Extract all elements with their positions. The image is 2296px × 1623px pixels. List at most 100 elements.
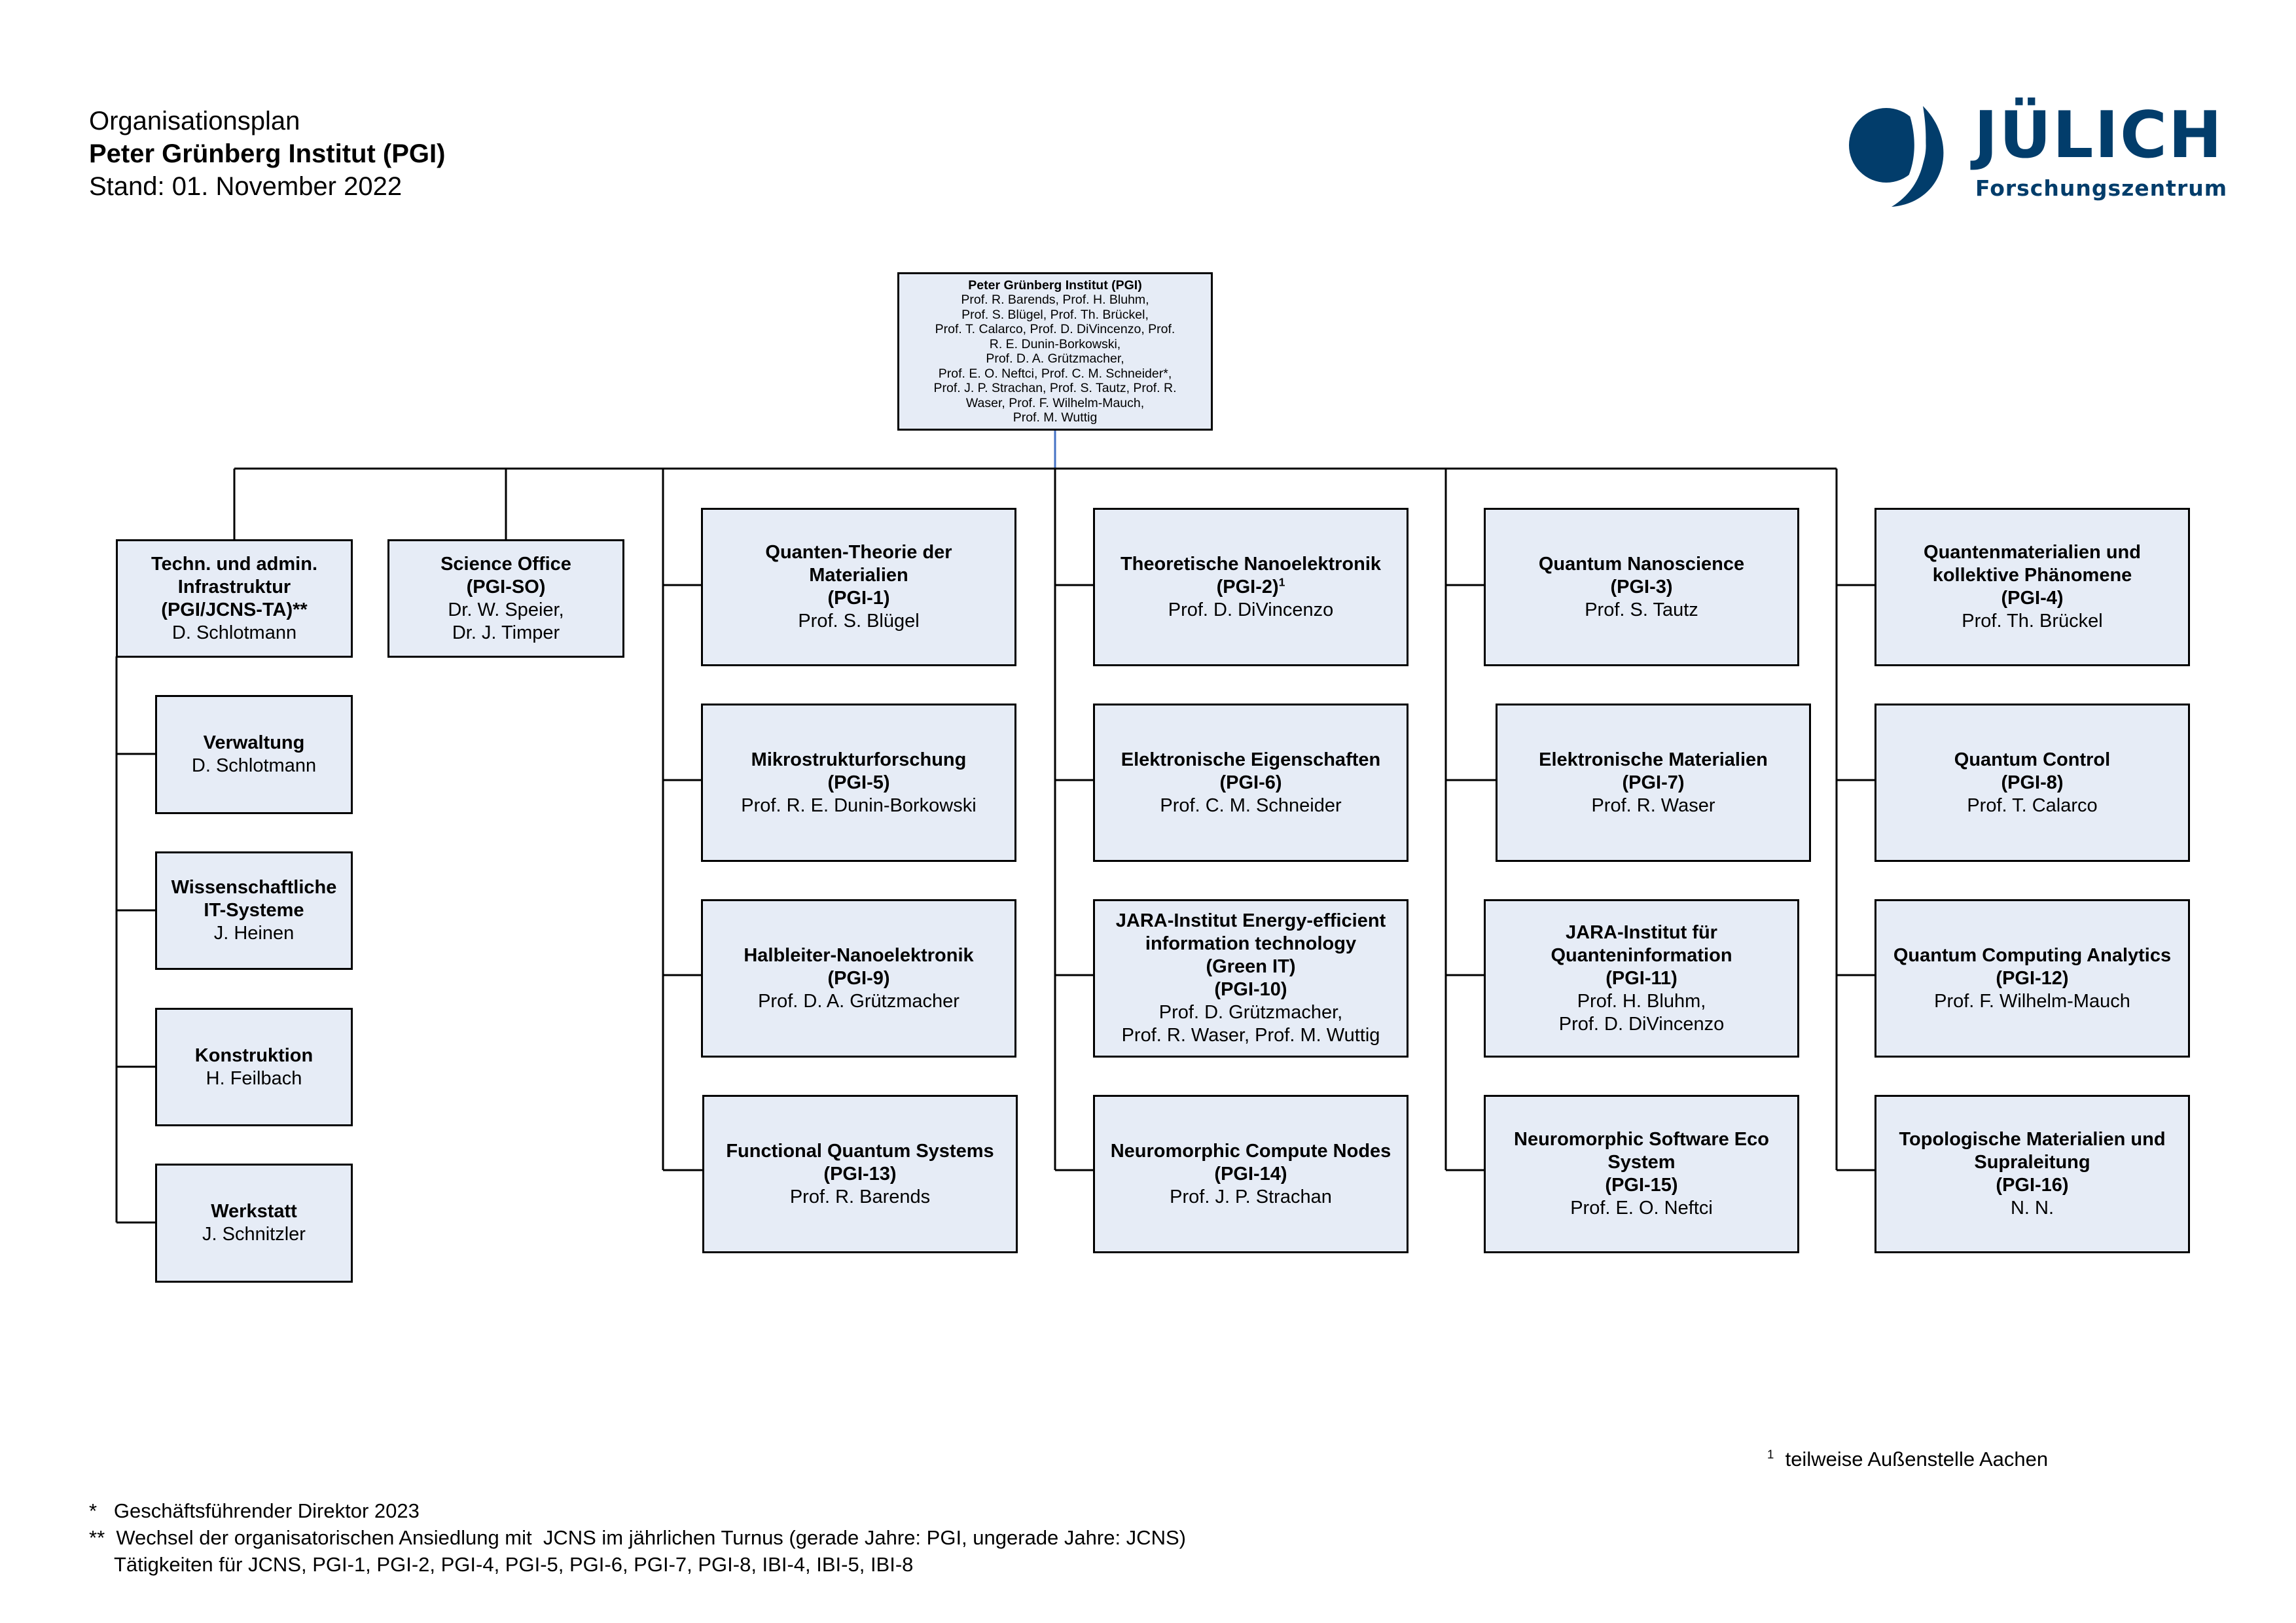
institute-title: (PGI-10) bbox=[1214, 979, 1287, 1000]
institute-title: (PGI-11) bbox=[1605, 967, 1677, 989]
unit-box-verwaltung: Verwaltung D. Schlotmann bbox=[155, 695, 353, 814]
institute-title: System bbox=[1607, 1152, 1676, 1173]
institute-title: Mikrostrukturforschung bbox=[751, 749, 967, 770]
institute-head: Prof. R. E. Dunin-Borkowski bbox=[741, 794, 977, 816]
so-person: Dr. J. Timper bbox=[452, 622, 560, 643]
root-line: Prof. R. Barends, Prof. H. Bluhm, bbox=[961, 293, 1149, 307]
institute-title: (PGI-7) bbox=[1622, 772, 1685, 793]
root-line: Prof. S. Blügel, Prof. Th. Brückel, bbox=[961, 307, 1149, 322]
so-title-line: Science Office bbox=[440, 553, 571, 575]
institute-head: N. N. bbox=[2010, 1198, 2054, 1219]
institute-box-pgi-11: JARA-Institut für Quanteninformation (PG… bbox=[1484, 899, 1799, 1058]
infra-box: Techn. und admin. Infrastruktur (PGI/JCN… bbox=[116, 539, 353, 658]
unit-title: Werkstatt bbox=[211, 1201, 297, 1222]
institute-title: (PGI-12) bbox=[1996, 967, 2069, 989]
institute-title: (PGI-5) bbox=[827, 772, 890, 793]
header-date: Stand: 01. November 2022 bbox=[89, 172, 403, 201]
institute-box-pgi-5: Mikrostrukturforschung (PGI-5) Prof. R. … bbox=[701, 704, 1016, 862]
footnote-1-text: teilweise Außenstelle Aachen bbox=[1785, 1448, 2049, 1471]
institute-title: (PGI-13) bbox=[823, 1163, 897, 1185]
institute-title: JARA-Institut Energy-efficient bbox=[1115, 910, 1386, 931]
unit-person: D. Schlotmann bbox=[191, 755, 317, 776]
page-header: Organisationsplan Peter Grünberg Institu… bbox=[89, 105, 445, 203]
institute-title: Supraleitung bbox=[1974, 1152, 2090, 1173]
root-title: Peter Grünberg Institut (PGI) bbox=[968, 277, 1142, 293]
institute-title: Quanteninformation bbox=[1551, 944, 1732, 966]
institute-title: Quantum Control bbox=[1954, 749, 2111, 770]
unit-box-konstruktion: Konstruktion H. Feilbach bbox=[155, 1008, 353, 1126]
institute-title: Theoretische Nanoelektronik bbox=[1120, 553, 1382, 575]
institute-box-pgi-13: Functional Quantum Systems (PGI-13) Prof… bbox=[702, 1095, 1018, 1253]
institute-head: Prof. H. Bluhm, bbox=[1577, 990, 1706, 1012]
header-line-1: Organisationsplan bbox=[89, 107, 300, 135]
institute-head: Prof. T. Calarco bbox=[1967, 794, 2098, 816]
root-line: Prof. E. O. Neftci, Prof. C. M. Schneide… bbox=[938, 366, 1172, 381]
unit-person: H. Feilbach bbox=[206, 1067, 302, 1089]
footnote-mark: 1 bbox=[1278, 575, 1285, 588]
institute-head: Prof. D. A. Grützmacher bbox=[758, 990, 960, 1012]
so-person: Dr. W. Speier, bbox=[448, 599, 564, 620]
institute-box-pgi-15: Neuromorphic Software Eco System (PGI-15… bbox=[1484, 1095, 1799, 1253]
institute-title: (PGI-6) bbox=[1219, 772, 1282, 793]
institute-box-pgi-4: Quantenmaterialien und kollektive Phänom… bbox=[1874, 508, 2190, 666]
institute-title: (PGI-2) bbox=[1216, 576, 1279, 597]
institute-title-with-mark: (PGI-2)1 bbox=[1217, 576, 1285, 599]
institute-head: Prof. D. Grützmacher, bbox=[1158, 1002, 1343, 1023]
unit-box-it-systeme: Wissenschaftliche IT-Systeme J. Heinen bbox=[155, 851, 353, 970]
institute-title: Topologische Materialien und bbox=[1899, 1129, 2166, 1150]
unit-person: J. Heinen bbox=[213, 923, 295, 944]
institute-title: (PGI-16) bbox=[1996, 1175, 2069, 1196]
institute-title: Quantenmaterialien und bbox=[1924, 542, 2141, 563]
unit-box-werkstatt: Werkstatt J. Schnitzler bbox=[155, 1164, 353, 1283]
logo-wordmark: JÜLICH bbox=[1974, 98, 2223, 173]
institute-title: Materialien bbox=[809, 565, 908, 586]
institute-box-pgi-8: Quantum Control (PGI-8) Prof. T. Calarco bbox=[1874, 704, 2190, 862]
institute-title: JARA-Institut für bbox=[1566, 921, 1717, 943]
logo-subtitle: Forschungszentrum bbox=[1975, 175, 2228, 201]
institute-head: Prof. J. P. Strachan bbox=[1170, 1186, 1332, 1207]
infra-person: D. Schlotmann bbox=[171, 622, 297, 643]
institute-head: Prof. D. DiVincenzo bbox=[1558, 1013, 1725, 1035]
institute-title: (PGI-4) bbox=[2001, 588, 2064, 609]
page-title: Peter Grünberg Institut (PGI) bbox=[89, 139, 446, 168]
institute-title: Quantum Computing Analytics bbox=[1893, 944, 2172, 966]
unit-title: Konstruktion bbox=[194, 1044, 314, 1066]
science-office-box: Science Office (PGI-SO) Dr. W. Speier, D… bbox=[387, 539, 624, 658]
infra-title-line: Techn. und admin. bbox=[151, 553, 318, 575]
root-box: Peter Grünberg Institut (PGI) Prof. R. B… bbox=[897, 272, 1213, 431]
institute-box-pgi-10: JARA-Institut Energy-efficient informati… bbox=[1093, 899, 1408, 1058]
institute-title: (PGI-14) bbox=[1214, 1163, 1287, 1185]
institute-head: Prof. E. O. Neftci bbox=[1570, 1198, 1713, 1219]
institute-head: Prof. D. DiVincenzo bbox=[1168, 599, 1334, 620]
unit-title: Verwaltung bbox=[203, 732, 305, 753]
footnote-star-2: ** Wechsel der organisatorischen Ansiedl… bbox=[89, 1526, 1186, 1549]
institute-box-pgi-9: Halbleiter-Nanoelektronik (PGI-9) Prof. … bbox=[701, 899, 1016, 1058]
institute-head: Prof. Th. Brückel bbox=[1962, 611, 2103, 632]
institute-head: Prof. R. Barends bbox=[789, 1186, 931, 1207]
so-title-line: (PGI-SO) bbox=[466, 576, 546, 597]
institute-box-pgi-16: Topologische Materialien und Supraleitun… bbox=[1874, 1095, 2190, 1253]
unit-title: IT-Systeme bbox=[204, 900, 304, 921]
institute-title: Elektronische Materialien bbox=[1539, 749, 1768, 770]
institute-head: Prof. R. Waser bbox=[1591, 794, 1715, 816]
root-line: Prof. M. Wuttig bbox=[1013, 410, 1098, 425]
root-line: Waser, Prof. F. Wilhelm-Mauch, bbox=[965, 395, 1145, 410]
institute-title: (Green IT) bbox=[1206, 956, 1296, 977]
root-line: Prof. D. A. Grützmacher, bbox=[986, 351, 1124, 366]
root-line: Prof. T. Calarco, Prof. D. DiVincenzo, P… bbox=[935, 322, 1175, 336]
footnote-1: 1 teilweise Außenstelle Aachen bbox=[1767, 1448, 2048, 1471]
institute-title: kollektive Phänomene bbox=[1932, 565, 2132, 586]
institute-box-pgi-1: Quanten-Theorie der Materialien (PGI-1) … bbox=[701, 508, 1016, 666]
infra-title-line: (PGI/JCNS-TA)** bbox=[161, 599, 308, 620]
institute-title: Halbleiter-Nanoelektronik bbox=[744, 944, 974, 966]
juelich-logo-icon bbox=[1849, 105, 1944, 207]
unit-title: Wissenschaftliche bbox=[171, 877, 337, 898]
institute-title: (PGI-1) bbox=[827, 588, 890, 609]
footnote-star-1: * Geschäftsführender Direktor 2023 bbox=[89, 1499, 420, 1522]
footnote-star-3: Tätigkeiten für JCNS, PGI-1, PGI-2, PGI-… bbox=[114, 1553, 914, 1576]
institute-box-pgi-3: Quantum Nanoscience (PGI-3) Prof. S. Tau… bbox=[1484, 508, 1799, 666]
institute-title: Functional Quantum Systems bbox=[726, 1140, 994, 1162]
institute-title: (PGI-3) bbox=[1610, 576, 1673, 597]
institute-box-pgi-14: Neuromorphic Compute Nodes (PGI-14) Prof… bbox=[1093, 1095, 1408, 1253]
